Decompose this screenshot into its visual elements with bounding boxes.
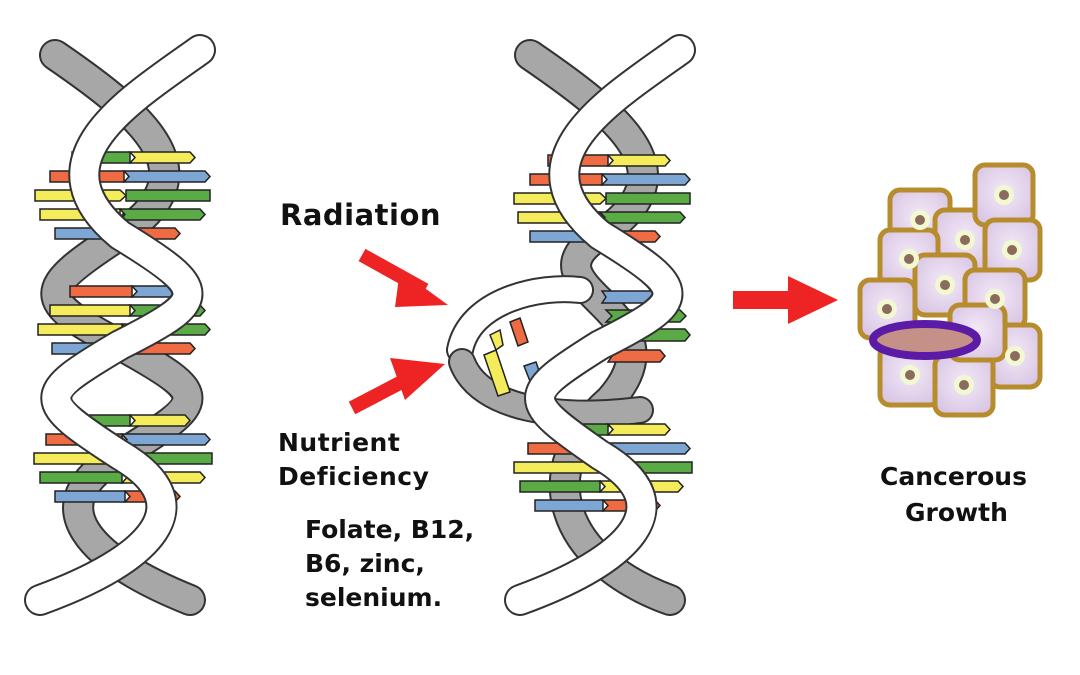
tumor-ring — [869, 320, 981, 360]
nutrient-deficiency-arrow — [348, 358, 445, 415]
result-arrow — [733, 276, 838, 324]
cancerous-growth-label-line1: Cancerous — [880, 462, 1027, 491]
radiation-arrow — [358, 248, 448, 307]
nutrients-list-line1: Folate, B12, — [305, 515, 475, 544]
radiation-label: Radiation — [280, 198, 442, 232]
nutrients-list-line3: selenium. — [305, 583, 443, 612]
nutrient-deficiency-label-line2: Deficiency — [278, 462, 430, 491]
cancer-cell-cluster — [857, 162, 1043, 418]
damaged-dna-helix — [446, 34, 696, 616]
nutrient-deficiency-label-line1: Nutrient — [278, 428, 401, 457]
nutrients-list-line2: B6, zinc, — [305, 549, 425, 578]
healthy-dna-helix — [24, 34, 216, 616]
cancerous-growth-label-line2: Growth — [905, 498, 1008, 527]
dna-front-strand — [506, 36, 694, 614]
